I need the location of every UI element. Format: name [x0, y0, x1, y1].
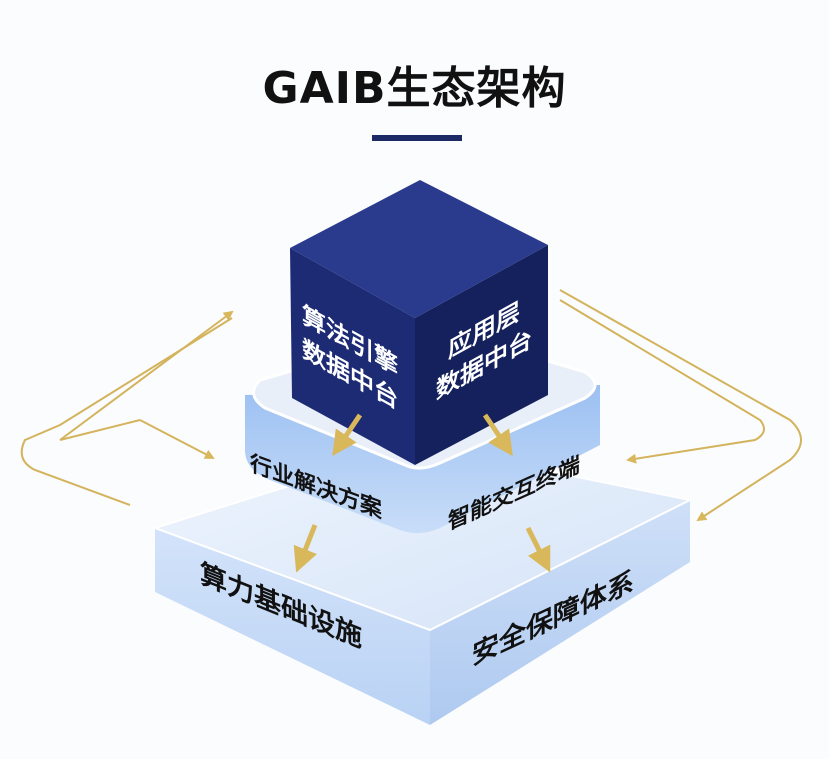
cube-arrows — [293, 413, 551, 573]
diagram-title: GAIB生态架构 — [262, 63, 567, 114]
base-layer — [151, 443, 694, 725]
right-loop-arrows — [559, 289, 802, 522]
title-underline — [372, 135, 462, 141]
cube — [290, 180, 548, 465]
left-loop-arrows — [20, 310, 234, 506]
